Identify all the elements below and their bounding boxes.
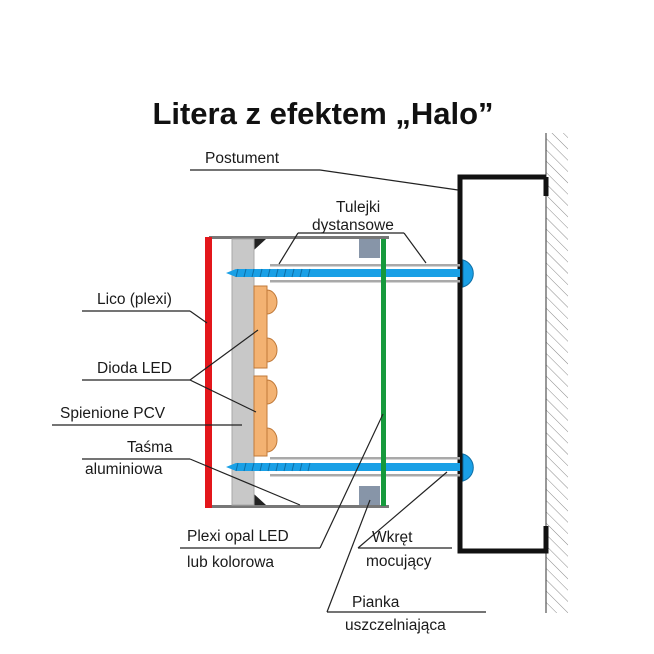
label-plexi-line1: Plexi opal LED — [187, 528, 289, 545]
label-lico: Lico (plexi) — [97, 291, 172, 308]
corner-top — [254, 239, 266, 250]
postument-frame — [457, 174, 549, 554]
label-wkret-line1: Wkręt — [372, 529, 413, 546]
aluminium-tape-bottom — [209, 505, 389, 508]
label-tasma-line1: Taśma — [127, 439, 173, 456]
label-pianka-line2: uszczelniająca — [345, 617, 446, 634]
corner-bottom — [254, 494, 266, 505]
aluminium-tape-top — [209, 236, 389, 239]
label-tulejki-line1: Tulejki — [336, 199, 380, 216]
pcv-layer — [231, 238, 255, 506]
back-plexi — [381, 239, 386, 506]
label-tasma-line2: aluminiowa — [85, 461, 163, 478]
wall — [545, 133, 568, 613]
leader-lines — [52, 169, 486, 613]
label-tulejki-line2: dystansowe — [312, 217, 394, 234]
spacer-tubes — [270, 264, 460, 477]
label-pianka-line1: Pianka — [352, 594, 400, 611]
screw-bottom — [226, 453, 474, 482]
label-spienione-pcv: Spienione PCV — [60, 405, 166, 422]
foam-pad-bottom — [359, 486, 380, 505]
label-postument: Postument — [205, 150, 280, 167]
screw-top — [226, 259, 474, 288]
diagram-title: Litera z efektem „Halo” — [152, 96, 493, 131]
label-plexi-line2: lub kolorowa — [187, 554, 274, 571]
led-modules — [253, 285, 278, 457]
label-dioda-led: Dioda LED — [97, 360, 172, 377]
foam-pad-top — [359, 239, 380, 258]
face-plexi — [205, 237, 212, 508]
label-wkret-line2: mocujący — [366, 553, 432, 570]
